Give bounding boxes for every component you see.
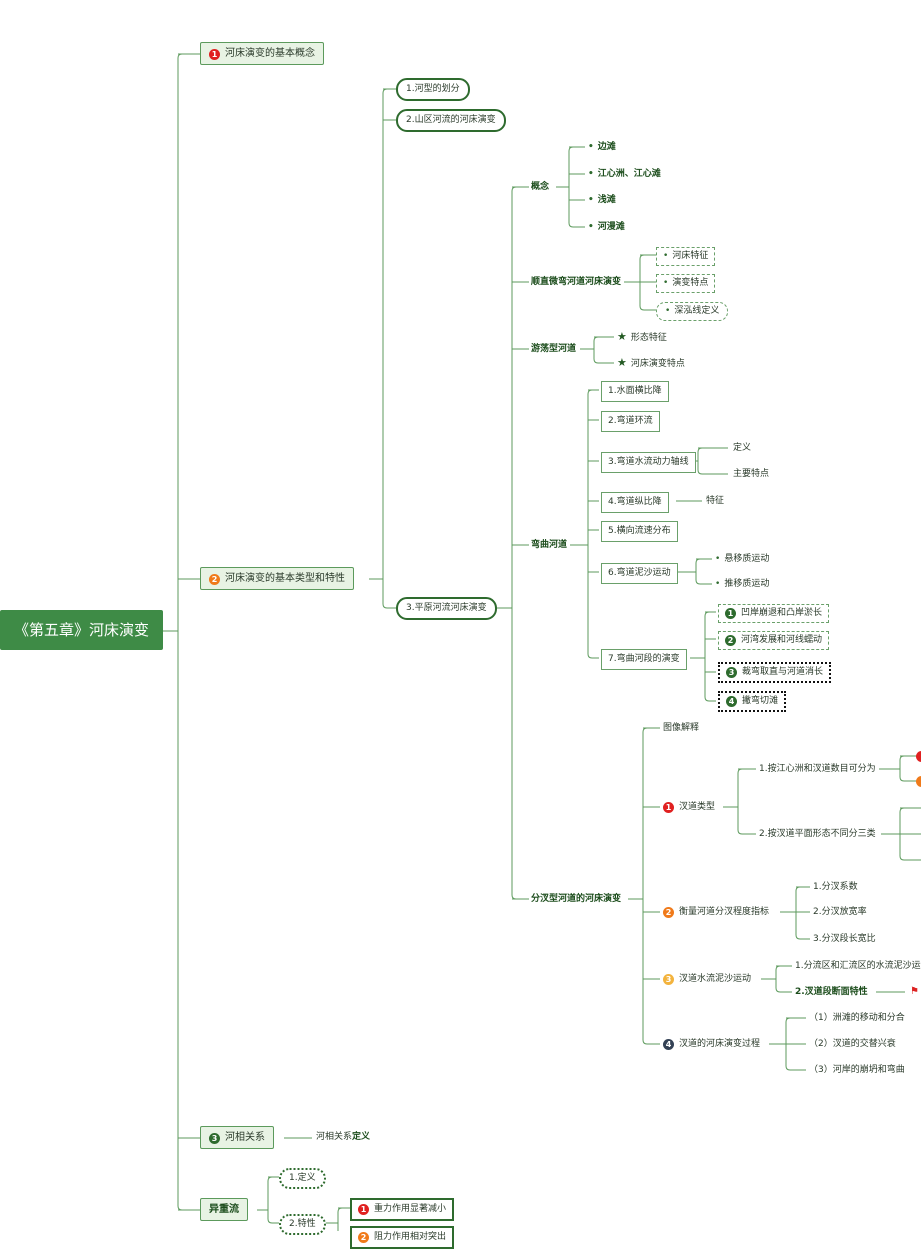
truncated-orange-badge bbox=[916, 776, 921, 787]
node-straight-channel[interactable]: 顺直微弯河道河床演变 bbox=[531, 277, 622, 287]
concept-item-2[interactable]: •江心洲、江心滩 bbox=[588, 169, 661, 179]
meander-item-4[interactable]: 4.弯道纵比降 bbox=[601, 492, 669, 513]
branch-index-item-2[interactable]: 2.分汊放宽率 bbox=[813, 907, 867, 917]
wander-item-1[interactable]: ★形态特征 bbox=[617, 330, 667, 343]
number-4-badge: 4 bbox=[663, 1039, 674, 1050]
concept-item-1[interactable]: •边滩 bbox=[588, 142, 616, 152]
relation-def-bold: 定义 bbox=[352, 1132, 371, 1142]
node-plain-river[interactable]: 3.平原河流河床演变 bbox=[396, 597, 497, 620]
image-explanation[interactable]: 图像解释 bbox=[663, 723, 700, 733]
number-4-badge: 4 bbox=[726, 696, 737, 707]
node-wandering-channel[interactable]: 游荡型河道 bbox=[531, 344, 577, 354]
node-river-type-division[interactable]: 1.河型的划分 bbox=[396, 78, 470, 101]
bullet-icon: • bbox=[715, 554, 721, 564]
number-2-badge: 2 bbox=[663, 907, 674, 918]
branch-evolution-item-3[interactable]: （3）河岸的崩坍和弯曲 bbox=[809, 1065, 905, 1075]
wander-item-2[interactable]: ★河床演变特点 bbox=[617, 356, 685, 369]
density-characteristics[interactable]: 2.特性 bbox=[279, 1214, 326, 1235]
number-1-badge: 1 bbox=[358, 1204, 369, 1215]
number-1-badge: 1 bbox=[209, 49, 220, 60]
density-definition[interactable]: 1.定义 bbox=[279, 1168, 326, 1189]
topic-basic-concept[interactable]: 1 河床演变的基本概念 bbox=[200, 42, 324, 65]
node-concept[interactable]: 概念 bbox=[531, 182, 550, 192]
topic-river-relation[interactable]: 3 河相关系 bbox=[200, 1126, 274, 1149]
star-icon: ★ bbox=[617, 356, 627, 369]
slope-feature[interactable]: 特征 bbox=[706, 496, 725, 506]
branch-index-item-1[interactable]: 1.分汊系数 bbox=[813, 882, 858, 892]
topic-density-current[interactable]: 异重流 bbox=[200, 1198, 248, 1221]
straight-item-1[interactable]: •河床特征 bbox=[656, 247, 716, 266]
branch-flow-item-1[interactable]: 1.分流区和汇流区的水流泥沙运 bbox=[795, 961, 921, 971]
straight-item-2[interactable]: •演变特点 bbox=[656, 274, 716, 293]
meander-item-7[interactable]: 7.弯曲河段的演变 bbox=[601, 649, 687, 670]
meander-item-6[interactable]: 6.弯道泥沙运动 bbox=[601, 563, 678, 584]
bullet-icon: • bbox=[663, 278, 669, 288]
branch-type-item-1[interactable]: 1.按江心洲和汊道数目可分为 bbox=[759, 764, 876, 774]
topic-label: 河床演变的基本概念 bbox=[225, 48, 315, 59]
sediment-item-1[interactable]: •悬移质运动 bbox=[715, 554, 770, 564]
branch-evolution-item-2[interactable]: （2）汊道的交替兴衰 bbox=[809, 1039, 896, 1049]
bullet-icon: • bbox=[663, 251, 669, 261]
sediment-item-2[interactable]: •推移质运动 bbox=[715, 579, 770, 589]
relation-def-prefix: 河相关系 bbox=[316, 1132, 353, 1142]
meander-item-1[interactable]: 1.水面横比降 bbox=[601, 381, 669, 402]
topic-label: 河床演变的基本类型和特性 bbox=[225, 573, 345, 584]
bullet-icon: • bbox=[588, 142, 594, 152]
bullet-icon: • bbox=[715, 579, 721, 589]
meander-item-3[interactable]: 3.弯道水流动力轴线 bbox=[601, 452, 696, 473]
relation-definition[interactable]: 河相关系定义 bbox=[316, 1131, 370, 1144]
number-2-badge: 2 bbox=[209, 574, 220, 585]
number-3-badge: 3 bbox=[663, 974, 674, 985]
axis-item-1[interactable]: 定义 bbox=[733, 443, 752, 453]
bullet-icon: • bbox=[588, 169, 594, 179]
concept-item-4[interactable]: •河漫滩 bbox=[588, 222, 625, 232]
meander-item-5[interactable]: 5.横向流速分布 bbox=[601, 521, 678, 542]
straight-item-3[interactable]: •深泓线定义 bbox=[656, 302, 729, 321]
branch-flow-item-2[interactable]: 2.汊道段断面特性 bbox=[795, 987, 868, 997]
flag-icon: ⚑ bbox=[910, 986, 919, 997]
topic-label: 河相关系 bbox=[225, 1132, 265, 1143]
branch-evolution-item-1[interactable]: （1）洲滩的移动和分合 bbox=[809, 1013, 905, 1023]
meander-item-2[interactable]: 2.弯道环流 bbox=[601, 411, 660, 432]
number-1-badge: 1 bbox=[725, 608, 736, 619]
branch-type-item-2[interactable]: 2.按汊道平面形态不同分三类 bbox=[759, 829, 876, 839]
number-3-badge: 3 bbox=[726, 667, 737, 678]
number-2-badge: 2 bbox=[725, 635, 736, 646]
topic-types-features[interactable]: 2 河床演变的基本类型和特性 bbox=[200, 567, 354, 590]
node-mountain-river[interactable]: 2.山区河流的河床演变 bbox=[396, 109, 506, 132]
node-meandering-channel[interactable]: 弯曲河道 bbox=[531, 540, 568, 550]
branch-index-item-3[interactable]: 3.分汊段长宽比 bbox=[813, 934, 876, 944]
root-topic[interactable]: 《第五章》河床演变 bbox=[0, 610, 164, 650]
bullet-icon: • bbox=[588, 222, 594, 232]
bullet-icon: • bbox=[588, 195, 594, 205]
star-icon: ★ bbox=[617, 330, 627, 343]
axis-item-2[interactable]: 主要特点 bbox=[733, 469, 770, 479]
node-braided-channel[interactable]: 分汊型河道的河床演变 bbox=[531, 894, 622, 904]
number-3-badge: 3 bbox=[209, 1133, 220, 1144]
bullet-icon: • bbox=[665, 306, 671, 316]
concept-item-3[interactable]: •浅滩 bbox=[588, 195, 616, 205]
truncated-red-badge bbox=[916, 751, 921, 762]
number-1-badge: 1 bbox=[663, 802, 674, 813]
number-2-badge: 2 bbox=[358, 1232, 369, 1243]
